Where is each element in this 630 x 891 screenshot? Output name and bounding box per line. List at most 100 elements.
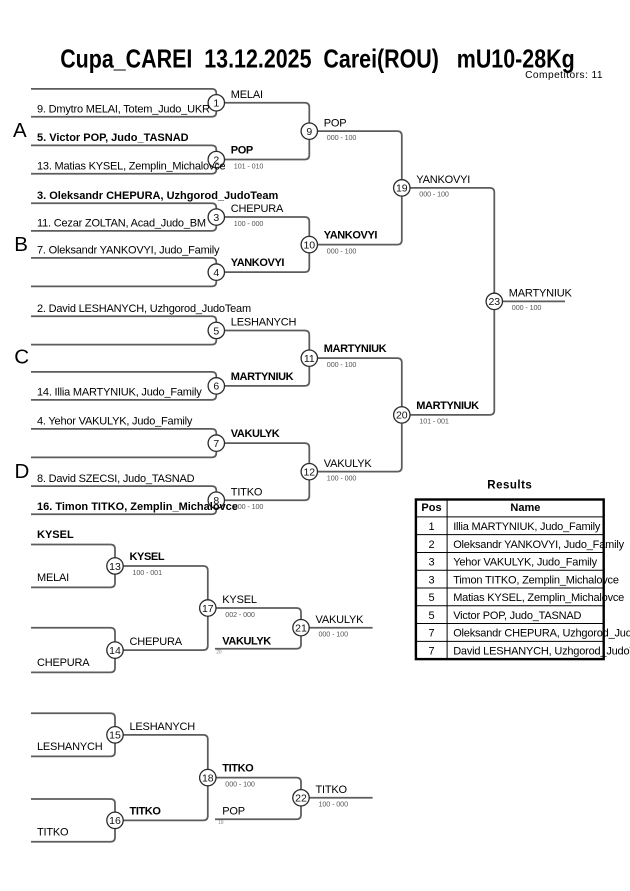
svg-text:19: 19 (396, 183, 408, 195)
svg-text:4: 4 (213, 267, 219, 279)
svg-text:18: 18 (202, 772, 214, 784)
svg-text:16: 16 (109, 815, 121, 827)
svg-text:VAKULYK: VAKULYK (324, 458, 373, 470)
svg-text:16. Timon TITKO, Zemplin_Micha: 16. Timon TITKO, Zemplin_Michalovce (37, 501, 238, 513)
svg-text:12: 12 (303, 466, 315, 478)
svg-text:100 - 000: 100 - 000 (234, 219, 264, 228)
svg-text:8: 8 (213, 495, 219, 507)
svg-text:YANKOVYI: YANKOVYI (416, 174, 470, 186)
svg-text:Name: Name (510, 502, 540, 514)
svg-text:101 - 001: 101 - 001 (419, 417, 449, 426)
svg-text:3. Oleksandr CHEPURA, Uzhgorod: 3. Oleksandr CHEPURA, Uzhgorod_JudoTeam (37, 190, 278, 202)
svg-text:Cupa_CAREI 13.12.2025 Carei(: Cupa_CAREI 13.12.2025 Carei(ROU) mU10-28… (60, 44, 575, 74)
svg-text:2. David LESHANYCH, Uzhgorod_J: 2. David LESHANYCH, Uzhgorod_JudoTeam (37, 303, 251, 315)
svg-text:YANKOVYI: YANKOVYI (231, 257, 285, 269)
svg-text:C: C (14, 345, 29, 368)
svg-text:13. Matias KYSEL, Zemplin_Mich: 13. Matias KYSEL, Zemplin_Michalovce (37, 160, 226, 172)
svg-text:21: 21 (295, 623, 307, 635)
svg-text:KYSEL: KYSEL (222, 594, 257, 606)
svg-text:22: 22 (295, 793, 307, 805)
svg-text:Pos: Pos (421, 502, 441, 514)
svg-text:KYSEL: KYSEL (37, 529, 74, 541)
svg-text:TITKO: TITKO (130, 805, 162, 817)
svg-text:000 - 100: 000 - 100 (512, 303, 542, 312)
svg-text:7: 7 (429, 645, 435, 657)
svg-text:POP: POP (222, 806, 245, 818)
svg-text:KYSEL: KYSEL (130, 551, 165, 563)
svg-text:100 - 000: 100 - 000 (327, 473, 357, 482)
svg-text:10: 10 (303, 239, 315, 251)
svg-text:8. David SZECSI, Judo_TASNAD: 8. David SZECSI, Judo_TASNAD (37, 473, 195, 485)
svg-text:2: 2 (213, 154, 219, 166)
svg-text:100 - 000: 100 - 000 (319, 800, 349, 809)
svg-text:Victor POP, Judo_TASNAD: Victor POP, Judo_TASNAD (453, 610, 581, 622)
svg-text:Yehor VAKULYK, Judo_Family: Yehor VAKULYK, Judo_Family (453, 557, 597, 569)
svg-text:9. Dmytro MELAI, Totem_Judo_UK: 9. Dmytro MELAI, Totem_Judo_UKR (37, 103, 210, 115)
svg-text:LESHANYCH: LESHANYCH (130, 721, 196, 733)
svg-text:3: 3 (213, 212, 219, 224)
svg-text:13: 13 (109, 561, 121, 573)
svg-text:100 - 001: 100 - 001 (133, 568, 163, 577)
svg-text:VAKULYK: VAKULYK (231, 428, 280, 440)
svg-text:000 - 100: 000 - 100 (225, 779, 255, 788)
svg-text:19: 19 (218, 820, 224, 826)
svg-text:000 - 100: 000 - 100 (419, 190, 449, 199)
svg-text:7: 7 (213, 438, 219, 450)
svg-text:9: 9 (306, 126, 312, 138)
svg-text:CHEPURA: CHEPURA (37, 657, 90, 669)
svg-text:7: 7 (429, 628, 435, 640)
svg-text:23: 23 (488, 296, 500, 308)
svg-text:TITKO: TITKO (37, 826, 69, 838)
svg-text:15: 15 (109, 730, 121, 742)
svg-text:CHEPURA: CHEPURA (130, 636, 183, 648)
svg-text:5. Victor POP, Judo_TASNAD: 5. Victor POP, Judo_TASNAD (37, 132, 189, 144)
svg-text:101 - 010: 101 - 010 (234, 161, 264, 170)
svg-text:3: 3 (429, 574, 435, 586)
svg-text:5: 5 (213, 325, 219, 337)
svg-text:6: 6 (213, 381, 219, 393)
svg-text:5: 5 (429, 610, 435, 622)
svg-text:Results: Results (487, 480, 532, 492)
svg-text:LESHANYCH: LESHANYCH (37, 741, 103, 753)
svg-text:MARTYNIUK: MARTYNIUK (231, 371, 294, 383)
svg-text:MELAI: MELAI (37, 572, 69, 584)
svg-text:20: 20 (396, 410, 408, 422)
svg-text:14: 14 (109, 645, 121, 657)
svg-text:Matias KYSEL, Zemplin_Michalov: Matias KYSEL, Zemplin_Michalovce (453, 592, 624, 604)
svg-text:4. Yehor VAKULYK, Judo_Family: 4. Yehor VAKULYK, Judo_Family (37, 416, 193, 428)
svg-text:MARTYNIUK: MARTYNIUK (509, 288, 573, 300)
svg-text:002 - 000: 002 - 000 (225, 610, 255, 619)
svg-text:MARTYNIUK: MARTYNIUK (416, 400, 479, 412)
svg-text:7. Oleksandr YANKOVYI, Judo_Fa: 7. Oleksandr YANKOVYI, Judo_Family (37, 245, 220, 257)
svg-text:David LESHANYCH, Uzhgorod_Judo: David LESHANYCH, Uzhgorod_JudoTeam (453, 645, 630, 657)
svg-text:20: 20 (216, 649, 222, 655)
svg-text:POP: POP (231, 145, 253, 157)
svg-text:000 - 100: 000 - 100 (327, 133, 357, 142)
svg-text:1: 1 (429, 521, 435, 533)
svg-text:TITKO: TITKO (231, 486, 263, 498)
svg-text:2: 2 (429, 539, 435, 551)
svg-text:LESHANYCH: LESHANYCH (231, 317, 297, 329)
svg-text:1: 1 (213, 98, 219, 110)
svg-text:000 - 100: 000 - 100 (319, 630, 349, 639)
svg-text:MELAI: MELAI (231, 89, 263, 101)
svg-text:CHEPURA: CHEPURA (231, 203, 284, 215)
svg-text:11. Cezar ZOLTAN, Acad_Judo_BM: 11. Cezar ZOLTAN, Acad_Judo_BM (37, 218, 206, 230)
svg-text:000 - 100: 000 - 100 (234, 502, 264, 511)
svg-text:Illia MARTYNIUK, Judo_Family: Illia MARTYNIUK, Judo_Family (453, 521, 601, 533)
svg-text:D: D (15, 460, 30, 483)
svg-text:VAKULYK: VAKULYK (222, 635, 271, 647)
svg-text:14. Illia MARTYNIUK, Judo_Fami: 14. Illia MARTYNIUK, Judo_Family (37, 387, 202, 399)
svg-text:Timon TITKO, Zemplin_Michalovc: Timon TITKO, Zemplin_Michalovce (453, 574, 619, 586)
svg-text:A: A (13, 119, 27, 142)
svg-text:17: 17 (202, 603, 214, 615)
svg-text:POP: POP (324, 117, 347, 129)
svg-text:Oleksandr CHEPURA, Uzhgorod_Ju: Oleksandr CHEPURA, Uzhgorod_JudoTeam (453, 628, 630, 640)
svg-text:B: B (14, 233, 27, 256)
svg-text:5: 5 (429, 592, 435, 604)
svg-text:11: 11 (304, 353, 315, 365)
svg-text:Oleksandr YANKOVYI, Judo_Famil: Oleksandr YANKOVYI, Judo_Family (453, 539, 624, 551)
svg-text:000 - 100: 000 - 100 (327, 246, 357, 255)
svg-text:3: 3 (429, 557, 435, 569)
svg-text:TITKO: TITKO (316, 784, 348, 796)
